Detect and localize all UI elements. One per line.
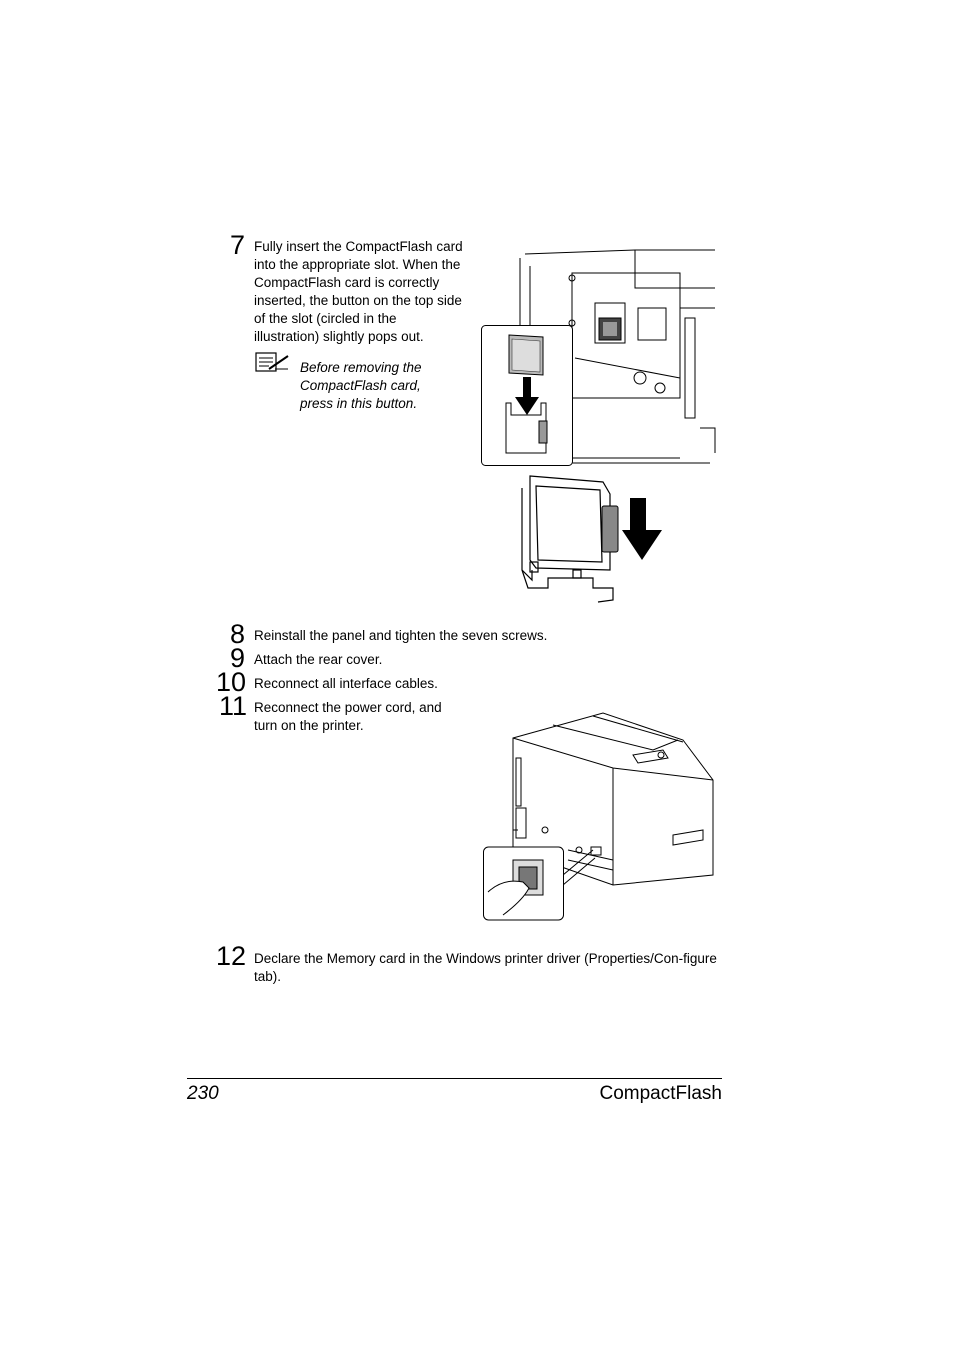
section-title: CompactFlash xyxy=(599,1083,723,1104)
printer-power-illustration xyxy=(483,710,715,922)
step-9-number: 9 xyxy=(230,643,246,673)
note-pencil-icon xyxy=(255,352,291,374)
card-slot-detail-illustration xyxy=(518,470,668,608)
card-insertion-inset xyxy=(481,325,573,466)
step-10-number: 10 xyxy=(216,667,247,697)
step-12-number: 12 xyxy=(216,941,247,971)
footer-divider xyxy=(187,1078,722,1079)
step-10-text: Reconnect all interface cables. xyxy=(254,676,438,691)
step-7-text: Fully insert the CompactFlash card into … xyxy=(254,239,463,344)
note-text: Before removing the CompactFlash card, p… xyxy=(300,360,422,411)
step-12-text: Declare the Memory card in the Windows p… xyxy=(254,951,717,984)
step-8-number: 8 xyxy=(230,619,246,649)
step-9-text: Attach the rear cover. xyxy=(254,652,383,667)
step-8-text: Reinstall the panel and tighten the seve… xyxy=(254,628,548,643)
step-11-number: 11 xyxy=(219,691,248,721)
step-7-number: 7 xyxy=(230,230,246,260)
page-number: 230 xyxy=(187,1083,219,1104)
step-11-text: Reconnect the power cord, and turn on th… xyxy=(254,700,442,733)
